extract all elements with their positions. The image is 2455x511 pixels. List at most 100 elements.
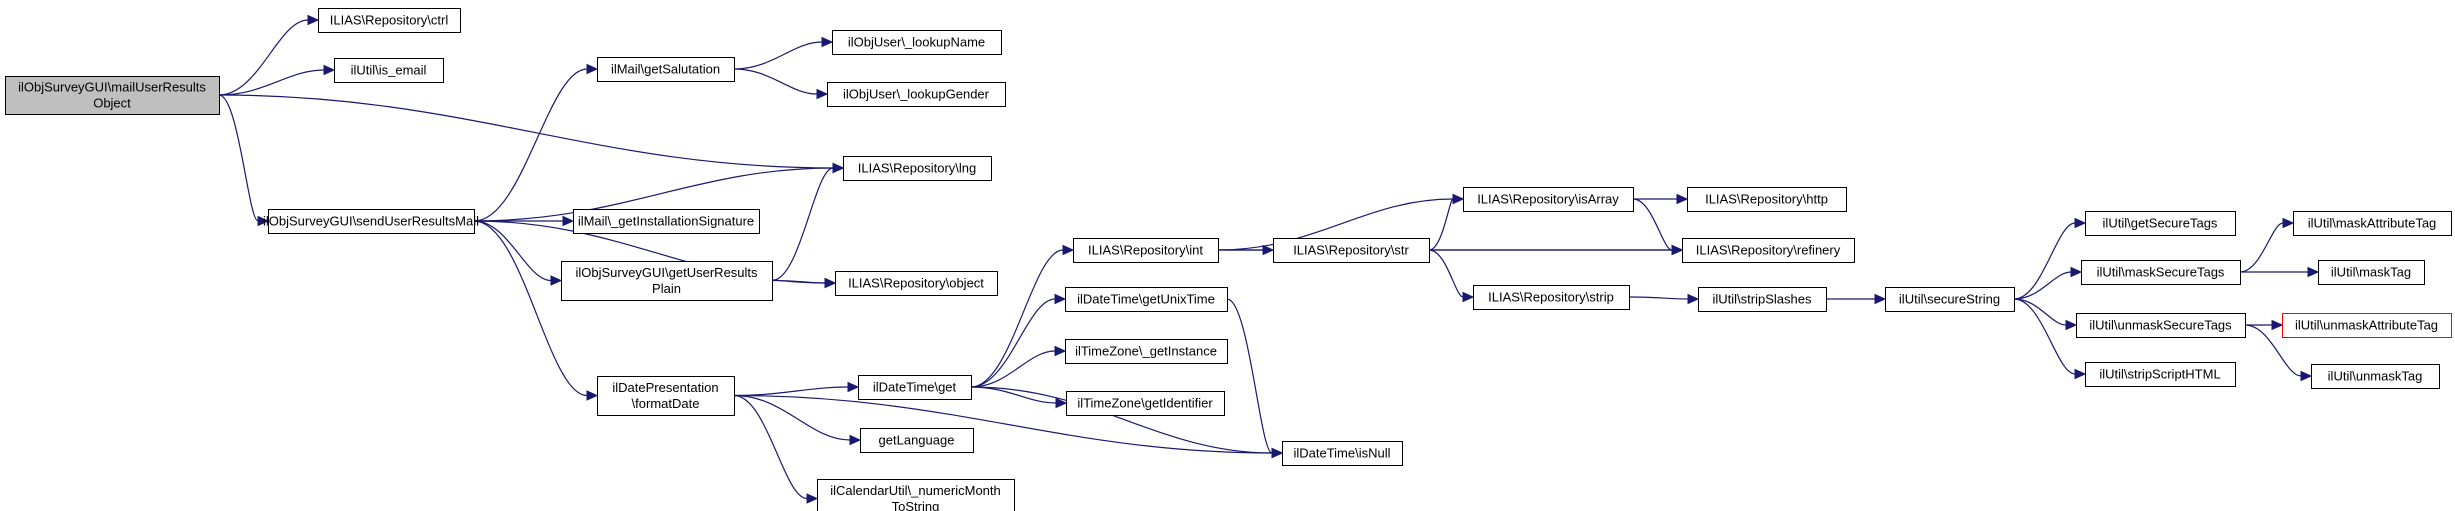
node-label: ilCalendarUtil\_numericMonth xyxy=(830,483,1001,498)
node-label: ilUtil\maskAttributeTag xyxy=(2308,216,2437,231)
node-get-installation-signature[interactable]: ilMail\_getInstallationSignature xyxy=(573,209,760,234)
node-is-email[interactable]: ilUtil\is_email xyxy=(334,58,444,83)
arrowhead xyxy=(847,381,860,393)
node-box xyxy=(1687,187,1847,212)
node-strip-script-h-t-m-l[interactable]: ilUtil\stripScriptHTML xyxy=(2085,362,2236,387)
node-box xyxy=(1473,285,1630,310)
node-secure-string[interactable]: ilUtil\secureString xyxy=(1885,287,2015,312)
node-label: ilObjUser\_lookupGender xyxy=(843,87,990,102)
node-tz-get-identifier[interactable]: ilTimeZone\getIdentifier xyxy=(1066,391,1225,416)
arrowhead xyxy=(2300,370,2313,382)
node-strip[interactable]: ILIAS\Repository\strip xyxy=(1473,285,1630,310)
node-box xyxy=(268,209,475,234)
node-box xyxy=(2076,313,2246,338)
arrowhead xyxy=(2065,319,2078,331)
node-lookup-gender[interactable]: ilObjUser\_lookupGender xyxy=(827,82,1006,107)
node-unmask-secure-tags[interactable]: ilUtil\unmaskSecureTags xyxy=(2076,313,2246,338)
node-box xyxy=(1682,238,1855,263)
arrowhead xyxy=(1452,193,1465,205)
node-label: getLanguage xyxy=(879,433,955,448)
node-format-date[interactable]: ilDatePresentation\formatDate xyxy=(597,376,735,416)
node-box xyxy=(1066,391,1225,416)
edge-getUnixTime-to-isNull xyxy=(1226,298,1284,459)
node-box xyxy=(2293,211,2452,236)
edge-root-to-ctrl xyxy=(218,14,320,96)
node-mask-tag[interactable]: ilUtil\maskTag xyxy=(2318,260,2425,285)
node-box xyxy=(860,428,974,453)
node-box xyxy=(832,30,1002,55)
edge-isArray-to-refinery xyxy=(1632,198,1684,256)
node-box xyxy=(2085,211,2236,236)
arrowhead xyxy=(586,390,599,401)
node-unmask-tag[interactable]: ilUtil\unmaskTag xyxy=(2311,364,2440,389)
node-label: ilUtil\getSecureTags xyxy=(2103,216,2218,231)
node-str[interactable]: ILIAS\Repository\str xyxy=(1273,238,1430,263)
arrowhead xyxy=(2307,266,2320,278)
arrowhead xyxy=(1054,293,1067,305)
node-get-unix-time[interactable]: ilDateTime\getUnixTime xyxy=(1065,287,1228,312)
node-http[interactable]: ILIAS\Repository\http xyxy=(1687,187,1847,212)
node-mask-attribute-tag[interactable]: ilUtil\maskAttributeTag xyxy=(2293,211,2452,236)
edge-getSalutation-to-lookupGender xyxy=(733,68,829,100)
node-box xyxy=(1065,339,1228,364)
node-label: ilDateTime\isNull xyxy=(1293,446,1390,461)
arrowhead xyxy=(1676,193,1689,205)
node-label: ilUtil\secureString xyxy=(1899,292,2000,307)
node-refinery[interactable]: ILIAS\Repository\refinery xyxy=(1682,238,1855,263)
edge-formatDate-to-numericMonth xyxy=(733,394,819,504)
node-get-salutation[interactable]: ilMail\getSalutation xyxy=(597,57,735,82)
arrowhead xyxy=(1062,244,1075,256)
node-lng[interactable]: ILIAS\Repository\lng xyxy=(843,156,992,181)
node-is-null[interactable]: ilDateTime\isNull xyxy=(1282,441,1403,466)
node-is-array[interactable]: ILIAS\Repository\isArray xyxy=(1463,187,1634,212)
node-ctrl[interactable]: ILIAS\Repository\ctrl xyxy=(318,8,461,33)
node-unmask-attribute-tag[interactable]: ilUtil\unmaskAttributeTag xyxy=(2282,313,2452,338)
node-object[interactable]: ILIAS\Repository\object xyxy=(835,271,998,296)
edge-str-to-strip xyxy=(1428,249,1475,303)
arrowhead xyxy=(586,63,599,75)
arrowhead xyxy=(824,277,837,289)
node-mask-secure-tags[interactable]: ilUtil\maskSecureTags xyxy=(2081,260,2241,285)
node-lookup-name[interactable]: ilObjUser\_lookupName xyxy=(832,30,1002,55)
arrowhead xyxy=(1462,291,1475,303)
node-get-language[interactable]: getLanguage xyxy=(860,428,974,453)
node-label: ILIAS\Repository\int xyxy=(1088,243,1203,258)
edge-dtget-to-getUnixTime xyxy=(970,293,1067,388)
node-label: ilUtil\is_email xyxy=(351,63,427,78)
edge-secureString-to-unmaskSecureTags xyxy=(2013,298,2078,331)
node-tz-get-instance[interactable]: ilTimeZone\_getInstance xyxy=(1065,339,1228,364)
node-box xyxy=(2081,260,2241,285)
arrowhead xyxy=(307,14,320,26)
node-label: ILIAS\Repository\lng xyxy=(858,161,977,176)
arrowhead xyxy=(1687,293,1700,305)
arrowhead xyxy=(2074,217,2087,229)
edge-str-to-isArray xyxy=(1428,193,1465,251)
edge-dtget-to-int xyxy=(970,244,1075,388)
edge-unmaskSecureTags-to-unmaskAttributeTag xyxy=(2244,319,2284,331)
node-int[interactable]: ILIAS\Repository\int xyxy=(1073,238,1219,263)
edge-maskSecureTags-to-maskAttributeTag xyxy=(2239,217,2295,273)
node-get-secure-tags[interactable]: ilUtil\getSecureTags xyxy=(2085,211,2236,236)
node-label: ilMail\getSalutation xyxy=(611,62,720,77)
node-label: ILIAS\Repository\str xyxy=(1293,243,1409,258)
node-label: ilObjSurveyGUI\sendUserResultsMail xyxy=(263,214,479,229)
node-label: ILIAS\Repository\http xyxy=(1705,192,1828,207)
node-strip-slashes[interactable]: ilUtil\stripSlashes xyxy=(1698,287,1827,312)
node-label: ilUtil\stripSlashes xyxy=(1713,292,1812,307)
node-box xyxy=(573,209,760,234)
arrowhead xyxy=(1055,397,1068,409)
node-label: ilDatePresentation xyxy=(612,380,718,395)
node-box xyxy=(1885,287,2015,312)
arrowhead xyxy=(2282,217,2295,229)
node-box xyxy=(1698,287,1827,312)
node-dtget[interactable]: ilDateTime\get xyxy=(858,375,972,400)
node-label: ilTimeZone\_getInstance xyxy=(1075,344,1217,359)
edge-sendUserResultsMail-to-formatDate xyxy=(473,220,599,401)
arrowhead xyxy=(1271,447,1284,459)
node-send-user-results-mail[interactable]: ilObjSurveyGUI\sendUserResultsMail xyxy=(263,209,479,234)
arrowhead xyxy=(1054,345,1067,357)
node-box xyxy=(1463,187,1634,212)
